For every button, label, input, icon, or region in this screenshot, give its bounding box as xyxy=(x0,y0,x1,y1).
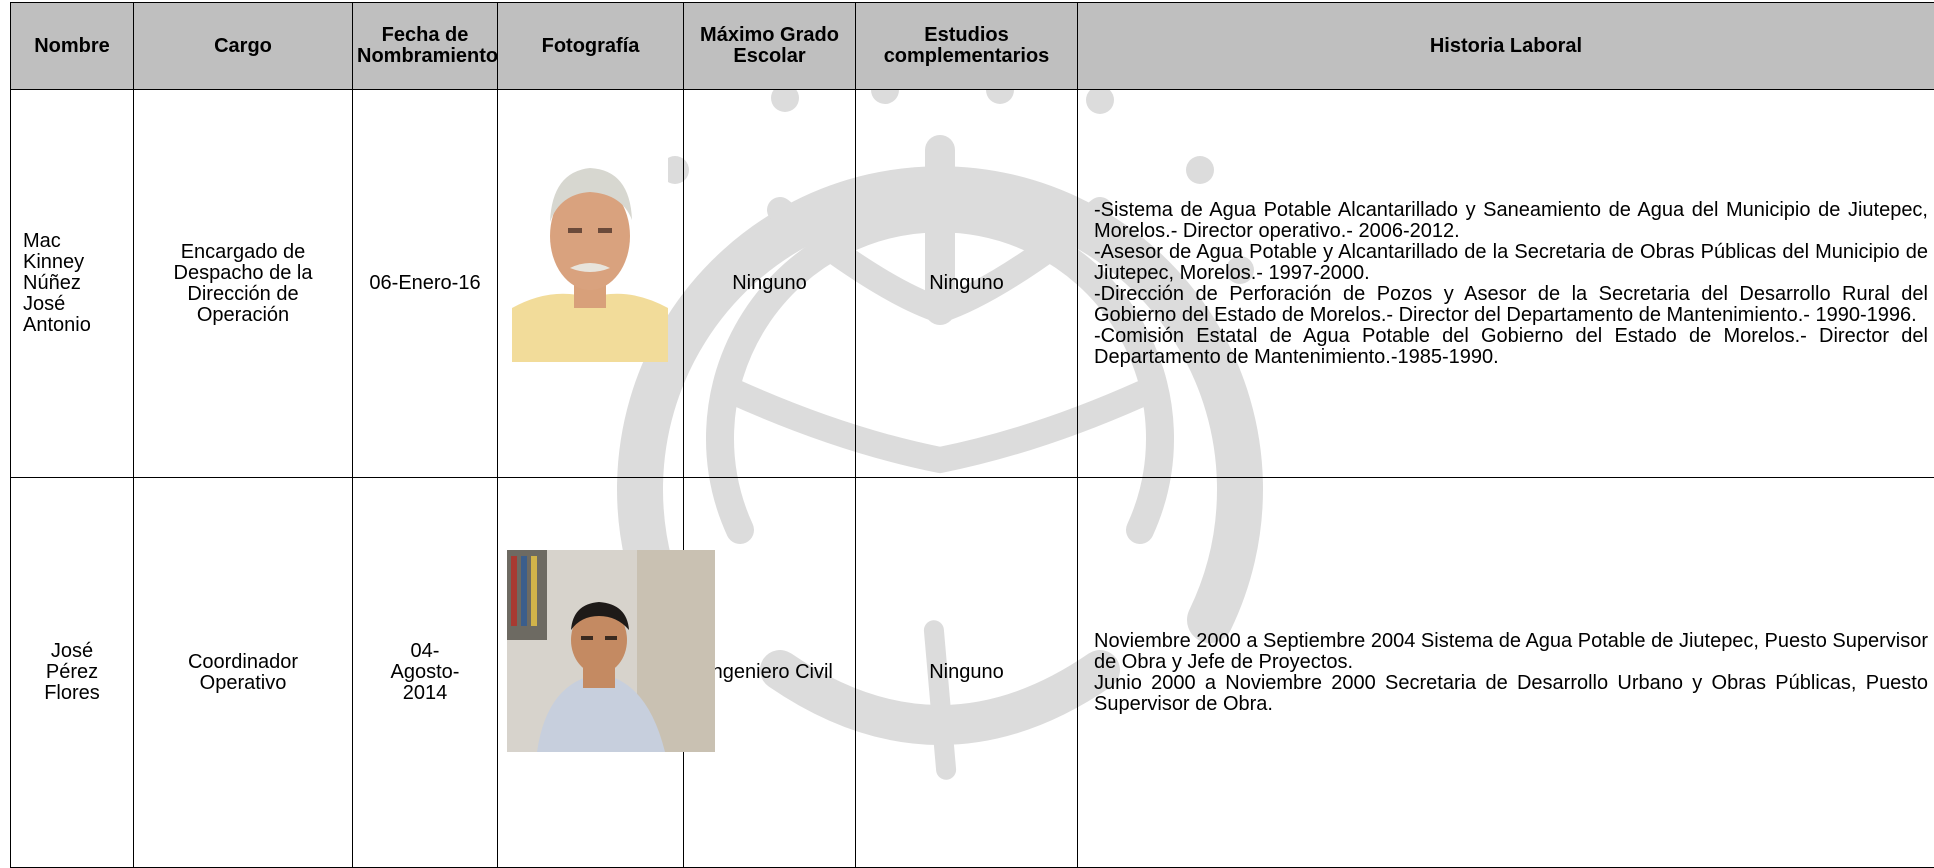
cell-historia: Noviembre 2000 a Septiembre 2004 Sistema… xyxy=(1078,478,1934,868)
staff-table: Nombre Cargo Fecha de Nombramiento Fotog… xyxy=(10,2,1934,868)
cell-fecha: 04-Agosto-2014 xyxy=(353,478,498,868)
header-grado: Máximo Grado Escolar xyxy=(684,3,856,90)
table-row: Mac Kinney Núñez José Antonio Encargado … xyxy=(11,90,1934,478)
historia-entry: Junio 2000 a Noviembre 2000 Secretaria d… xyxy=(1094,673,1928,715)
header-historia: Historia Laboral xyxy=(1078,3,1934,90)
header-estudios: Estudios complementarios xyxy=(856,3,1078,90)
cell-fotografia xyxy=(498,478,684,868)
cell-cargo: Encargado de Despacho de la Dirección de… xyxy=(134,90,353,478)
cell-nombre: Mac Kinney Núñez José Antonio xyxy=(11,90,134,478)
historia-entry: -Comisión Estatal de Agua Potable del Go… xyxy=(1094,326,1928,368)
cell-nombre: José Pérez Flores xyxy=(11,478,134,868)
historia-entry: -Dirección de Perforación de Pozos y Ase… xyxy=(1094,284,1928,326)
portrait-photo-icon xyxy=(512,158,668,362)
cell-cargo: Coordinador Operativo xyxy=(134,478,353,868)
header-row: Nombre Cargo Fecha de Nombramiento Fotog… xyxy=(11,3,1934,90)
cell-historia: -Sistema de Agua Potable Alcantarillado … xyxy=(1078,90,1934,478)
historia-entry: -Sistema de Agua Potable Alcantarillado … xyxy=(1094,200,1928,242)
historia-entry: Noviembre 2000 a Septiembre 2004 Sistema… xyxy=(1094,631,1928,673)
header-cargo: Cargo xyxy=(134,3,353,90)
historia-entry: -Asesor de Agua Potable y Alcantarillado… xyxy=(1094,242,1928,284)
cell-estudios: Ninguno xyxy=(856,90,1078,478)
cell-fotografia xyxy=(498,90,684,478)
cell-grado: Ninguno xyxy=(684,90,856,478)
header-fecha: Fecha de Nombramiento xyxy=(353,3,498,90)
header-fotografia: Fotografía xyxy=(498,3,684,90)
cell-estudios: Ninguno xyxy=(856,478,1078,868)
portrait-photo-icon xyxy=(507,550,715,752)
cell-fecha: 06-Enero-16 xyxy=(353,90,498,478)
header-nombre: Nombre xyxy=(11,3,134,90)
table-row: José Pérez Flores Coordinador Operativo … xyxy=(11,478,1934,868)
